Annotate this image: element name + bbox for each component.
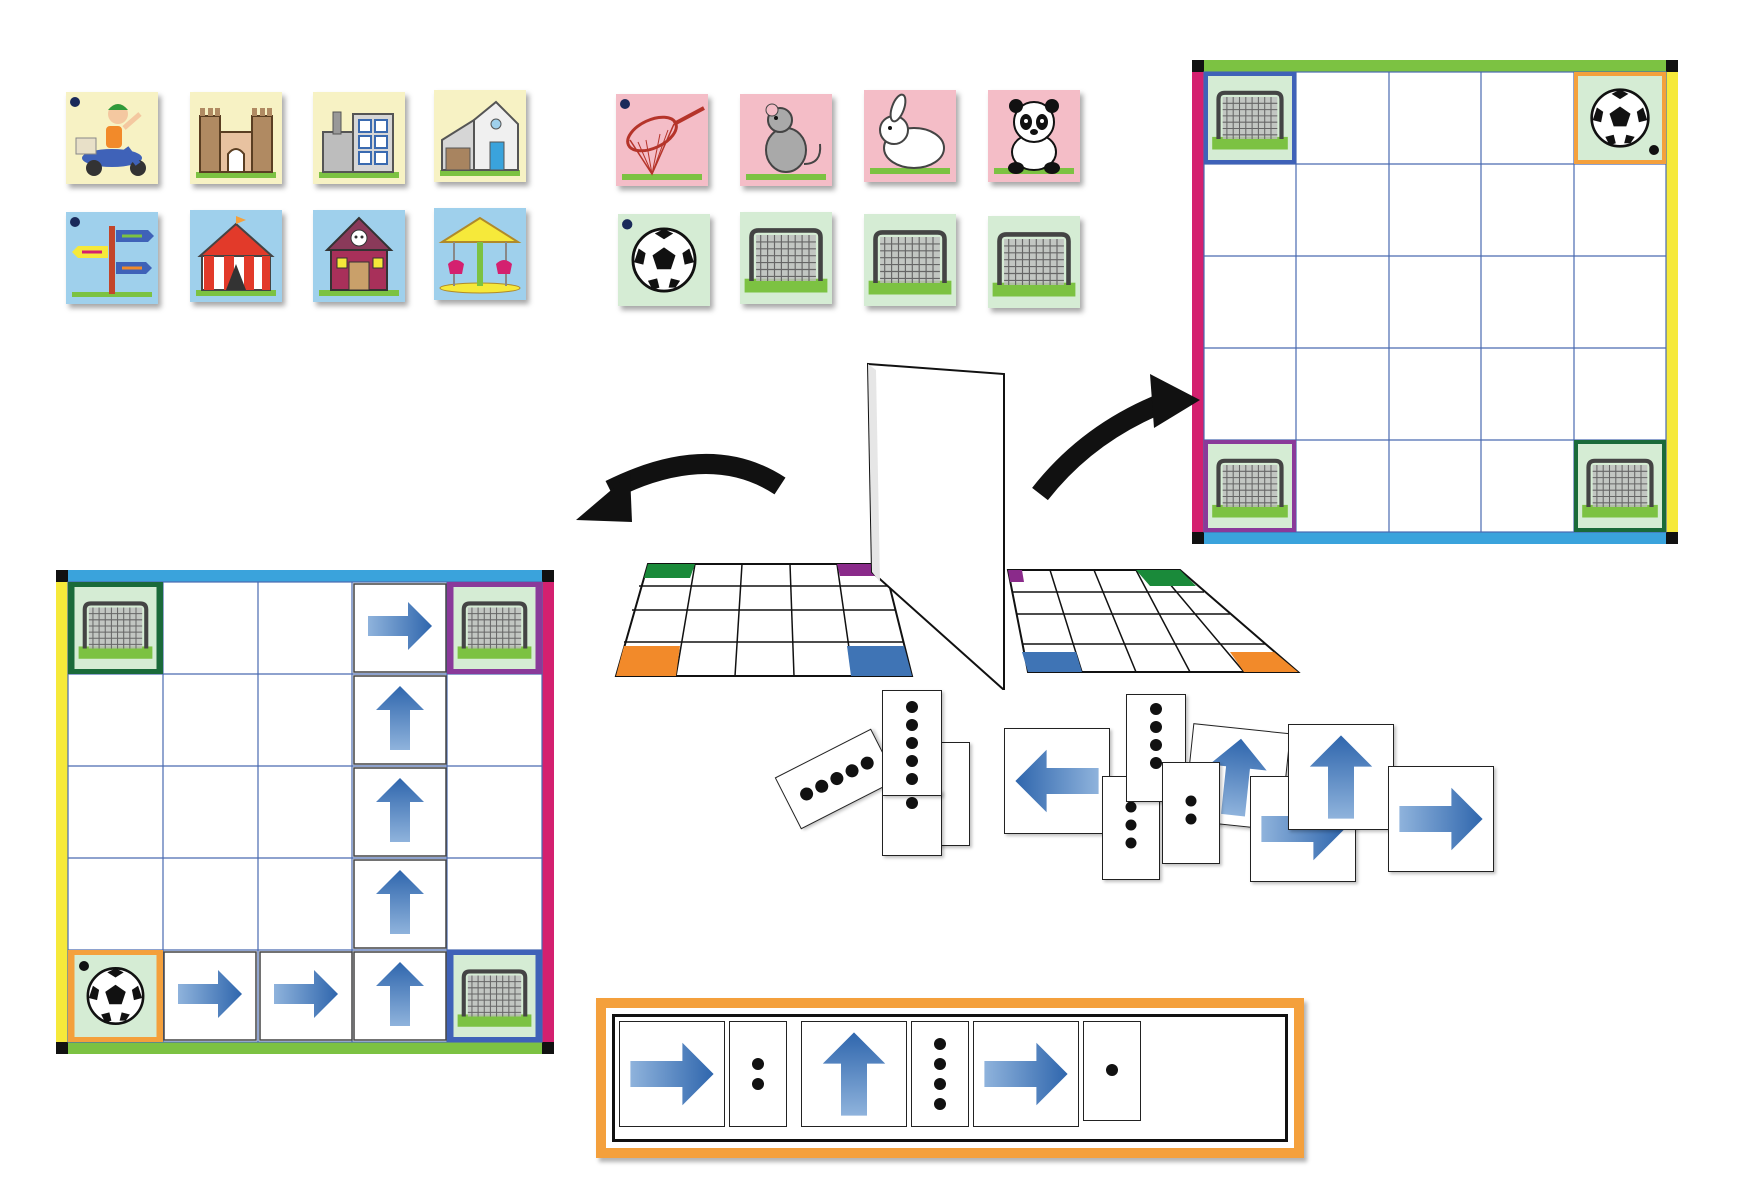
tile-soccer-ball[interactable] xyxy=(618,214,710,306)
board-left xyxy=(56,570,554,1054)
castle-icon xyxy=(196,108,276,178)
board-right xyxy=(1192,60,1678,544)
haunted-house-icon xyxy=(319,216,399,296)
dot-card-5[interactable] xyxy=(882,690,942,796)
goal-icon xyxy=(454,955,536,1037)
sequence-arrow-right[interactable] xyxy=(619,1021,725,1127)
soccer-ball-icon xyxy=(1578,76,1662,160)
house-icon xyxy=(440,100,520,176)
dot-card-1[interactable] xyxy=(882,790,942,856)
goal-icon xyxy=(1208,76,1292,160)
rabbit-icon xyxy=(870,93,950,174)
panda-icon xyxy=(994,99,1074,174)
curved-arrow-left-icon xyxy=(576,454,786,522)
sequence-arrow-right-2[interactable] xyxy=(973,1021,1079,1127)
sequence-dots-1[interactable] xyxy=(1083,1021,1141,1121)
dot-card-2[interactable] xyxy=(1162,762,1220,864)
sequence-strip-frame xyxy=(612,1014,1288,1142)
arrow-card-up[interactable] xyxy=(1288,724,1394,830)
tile-signpost[interactable] xyxy=(66,212,158,304)
factory-icon xyxy=(319,111,399,178)
tile-scooter-rider[interactable] xyxy=(66,92,158,184)
soccer-goal-icon xyxy=(864,214,956,306)
sequence-dots-2[interactable] xyxy=(729,1021,787,1127)
tile-haunted-house[interactable] xyxy=(313,210,405,302)
goal-icon xyxy=(454,587,536,669)
mouse-icon xyxy=(746,103,826,180)
tile-mouse[interactable] xyxy=(740,94,832,186)
tile-circus-tent[interactable] xyxy=(190,210,282,302)
sequence-strip xyxy=(596,998,1304,1158)
tile-soccer-goal-2[interactable] xyxy=(864,214,956,306)
tile-castle[interactable] xyxy=(190,92,282,184)
signpost-icon xyxy=(70,217,154,297)
tile-factory[interactable] xyxy=(313,92,405,184)
divider-scene xyxy=(614,362,1301,690)
soccer-goal-icon xyxy=(988,216,1080,308)
soccer-goal-icon xyxy=(740,212,832,304)
tile-carousel[interactable] xyxy=(434,208,526,300)
tile-butterfly-net[interactable] xyxy=(616,94,708,186)
dot-card-5-rotated[interactable] xyxy=(774,728,898,830)
circus-tent-icon xyxy=(196,216,276,296)
sequence-dots-4[interactable] xyxy=(911,1021,969,1127)
butterfly-net-icon xyxy=(620,99,705,180)
carousel-icon xyxy=(438,216,522,294)
goal-icon xyxy=(1578,444,1662,528)
tile-soccer-goal-3[interactable] xyxy=(988,216,1080,308)
arrow-card-left[interactable] xyxy=(1004,728,1110,834)
arrow-card-right[interactable] xyxy=(1388,766,1494,872)
curved-arrow-right-icon xyxy=(1032,374,1200,501)
tile-panda[interactable] xyxy=(988,90,1080,182)
scooter-rider-icon xyxy=(70,97,146,176)
tile-soccer-goal-1[interactable] xyxy=(740,212,832,304)
tile-house[interactable] xyxy=(434,90,526,182)
sequence-arrow-up[interactable] xyxy=(801,1021,907,1127)
goal-icon xyxy=(75,587,157,669)
soccer-ball-icon xyxy=(618,214,710,306)
tile-rabbit[interactable] xyxy=(864,90,956,182)
